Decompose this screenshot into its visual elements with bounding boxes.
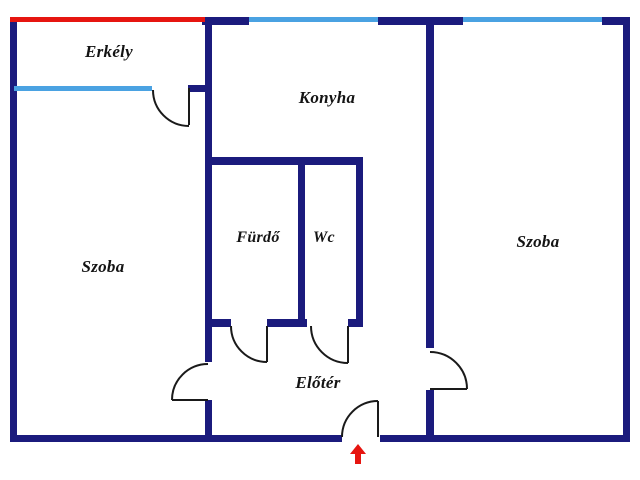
left-room-door-arc (171, 363, 209, 401)
bathroom-wc-divider-wall (298, 161, 305, 326)
balcony-window (14, 86, 152, 91)
top-wall-segment-3 (602, 17, 630, 25)
bottom-wall-right-segment (380, 435, 630, 442)
room-label-szoba-left: Szoba (81, 257, 125, 276)
top-wall-segment-1 (202, 17, 249, 25)
room-label-erkely: Erkély (84, 42, 134, 61)
bathroom-top-wall (205, 157, 363, 165)
wc-door-arc (310, 325, 349, 364)
room-label-konyha: Konyha (298, 88, 356, 107)
outer-wall-right (623, 17, 630, 442)
balcony-wall-stub (188, 85, 206, 92)
bathroom-bottom-wall-2 (267, 319, 307, 327)
kitchen-window (249, 17, 378, 22)
bathroom-bottom-wall-3 (348, 319, 363, 327)
entrance-arrow-icon (350, 444, 366, 464)
top-wall-segment-2 (378, 17, 463, 25)
right-room-window (463, 17, 602, 22)
room-label-szoba-right: Szoba (516, 232, 560, 251)
left-interior-wall-upper (205, 17, 212, 362)
room-label-furdo: Fürdő (236, 229, 280, 246)
left-interior-wall-lower (205, 400, 212, 442)
bathroom-bottom-wall-1 (205, 319, 231, 327)
balcony-door-arc (152, 89, 190, 127)
room-label-wc: Wc (313, 229, 335, 246)
right-interior-wall-upper (426, 17, 434, 348)
bathroom-door-arc (230, 325, 268, 363)
bottom-wall-left-segment (10, 435, 342, 442)
wc-right-wall (356, 157, 363, 327)
room-label-eloter: Előtér (295, 373, 341, 392)
right-room-door-arc (429, 351, 468, 390)
entrance-door-arc (341, 400, 379, 438)
right-interior-wall-lower (426, 390, 434, 442)
outer-wall-left (10, 17, 17, 442)
balcony-edge-line (10, 17, 205, 22)
